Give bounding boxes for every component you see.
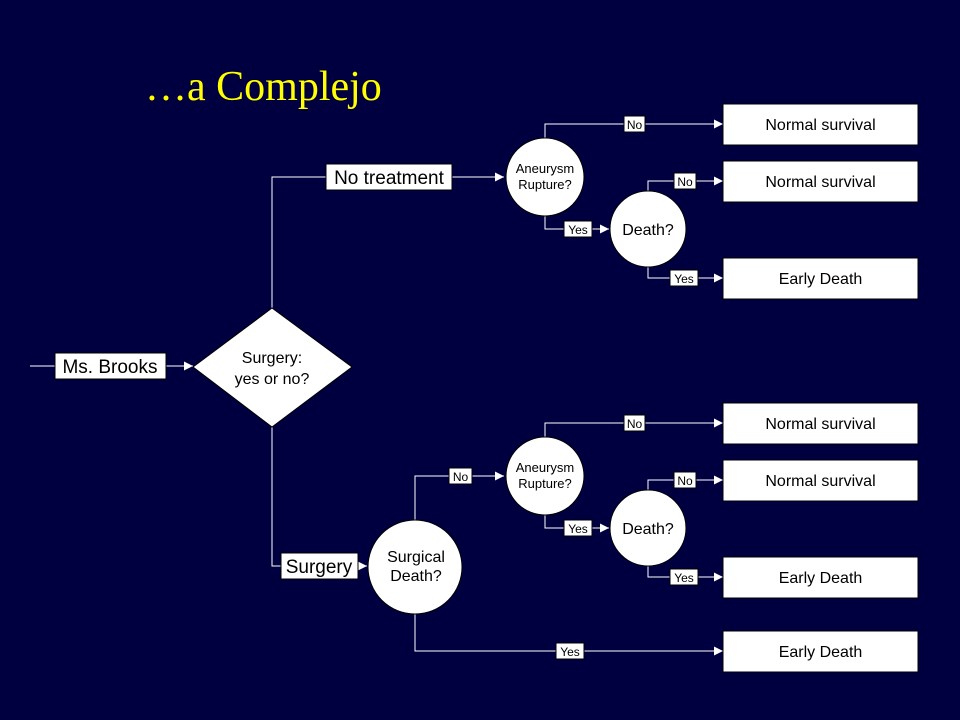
outcome-label: Normal survival <box>765 473 875 490</box>
label-yes: Yes <box>563 220 593 238</box>
branch-no-treatment-label: No treatment <box>334 168 445 189</box>
outcome-normal-survival: Normal survival <box>722 402 919 445</box>
death-node-bottom-label: Death? <box>622 521 674 538</box>
label-no: No <box>673 471 697 489</box>
label-yes: Yes <box>669 568 699 586</box>
label-yes-text: Yes <box>674 272 694 286</box>
label-no-text: No <box>627 118 643 132</box>
outcome-normal-survival: Normal survival <box>722 160 919 203</box>
surgical-death-line2: Death? <box>390 568 442 585</box>
root-node: Ms. Brooks <box>54 352 167 380</box>
edge-labels: No Yes No Yes No No Yes No <box>448 115 699 660</box>
surgical-death-line1: Surgical <box>387 549 445 566</box>
label-yes-text: Yes <box>568 223 588 237</box>
outcome-label: Normal survival <box>765 174 875 191</box>
death-node-bottom: Death? <box>609 489 687 567</box>
label-no-text: No <box>453 470 469 484</box>
label-no: No <box>623 414 646 432</box>
outcome-normal-survival: Normal survival <box>722 459 919 502</box>
decision-node: Surgery: yes or no? <box>192 307 353 428</box>
label-yes: Yes <box>563 519 593 537</box>
label-yes-text: Yes <box>568 522 588 536</box>
label-no-text: No <box>677 474 693 488</box>
rupture-node-top: Aneurysm Rupture? <box>505 137 585 217</box>
decision-label-line2: yes or no? <box>235 371 310 388</box>
label-no: No <box>448 467 473 485</box>
rupture-node-top-line1: Aneurysm <box>516 161 575 176</box>
outcome-early-death: Early Death <box>722 556 919 599</box>
rupture-node-bottom: Aneurysm Rupture? <box>505 436 585 516</box>
rupture-node-top-line2: Rupture? <box>518 177 571 192</box>
label-yes: Yes <box>555 642 585 660</box>
label-no-text: No <box>627 417 643 431</box>
outcome-normal-survival: Normal survival <box>722 103 919 146</box>
branch-surgery-label: Surgery <box>286 557 353 578</box>
outcome-label: Normal survival <box>765 416 875 433</box>
label-no: No <box>623 115 646 133</box>
label-yes: Yes <box>669 269 699 287</box>
slide-title: …a Complejo <box>145 64 382 110</box>
outcome-early-death: Early Death <box>722 630 919 673</box>
outcomes: Normal survival Normal survival Early De… <box>722 103 919 673</box>
death-node-top: Death? <box>609 190 687 268</box>
label-yes-text: Yes <box>560 645 580 659</box>
surgical-death-node: Surgical Death? <box>367 519 463 615</box>
connector-lines <box>30 119 723 656</box>
decision-label-line1: Surgery: <box>242 350 302 367</box>
outcome-label: Early Death <box>779 644 863 661</box>
outcome-label: Early Death <box>779 271 863 288</box>
outcome-label: Normal survival <box>765 117 875 134</box>
branch-surgery: Surgery <box>280 552 359 580</box>
label-no: No <box>673 172 697 190</box>
rupture-node-bottom-line2: Rupture? <box>518 476 571 491</box>
rupture-node-bottom-line1: Aneurysm <box>516 460 575 475</box>
label-yes-text: Yes <box>674 571 694 585</box>
label-no-text: No <box>677 175 693 189</box>
outcome-label: Early Death <box>779 570 863 587</box>
outcome-early-death: Early Death <box>722 257 919 300</box>
branch-no-treatment: No treatment <box>325 163 453 191</box>
root-label: Ms. Brooks <box>62 357 157 378</box>
death-node-top-label: Death? <box>622 222 674 239</box>
